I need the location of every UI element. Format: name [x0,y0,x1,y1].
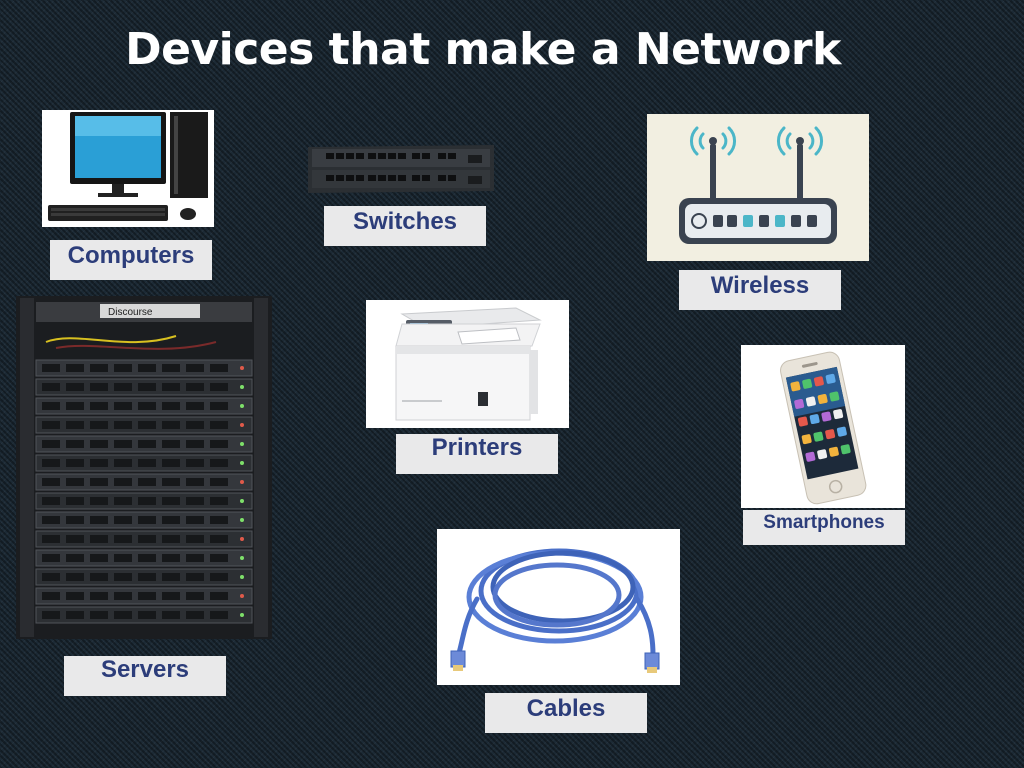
smartphones-label: Smartphones [743,510,905,545]
cables-label: Cables [485,693,647,733]
servers-label: Servers [64,656,226,696]
printers-label: Printers [396,434,558,474]
switches-label: Switches [324,206,486,246]
router-photo [647,114,869,261]
switch-photo [308,143,494,195]
computers-label: Computers [50,240,212,280]
slide-title: Devices that make a Network [125,24,841,75]
computer-photo [42,110,214,227]
wireless-label: Wireless [679,270,841,310]
cable-photo [437,529,680,685]
smartphone-photo [741,345,905,508]
printer-photo [366,300,569,428]
server-rack-photo: Discourse [16,296,272,639]
rack-brand-text: Discourse [108,307,153,318]
